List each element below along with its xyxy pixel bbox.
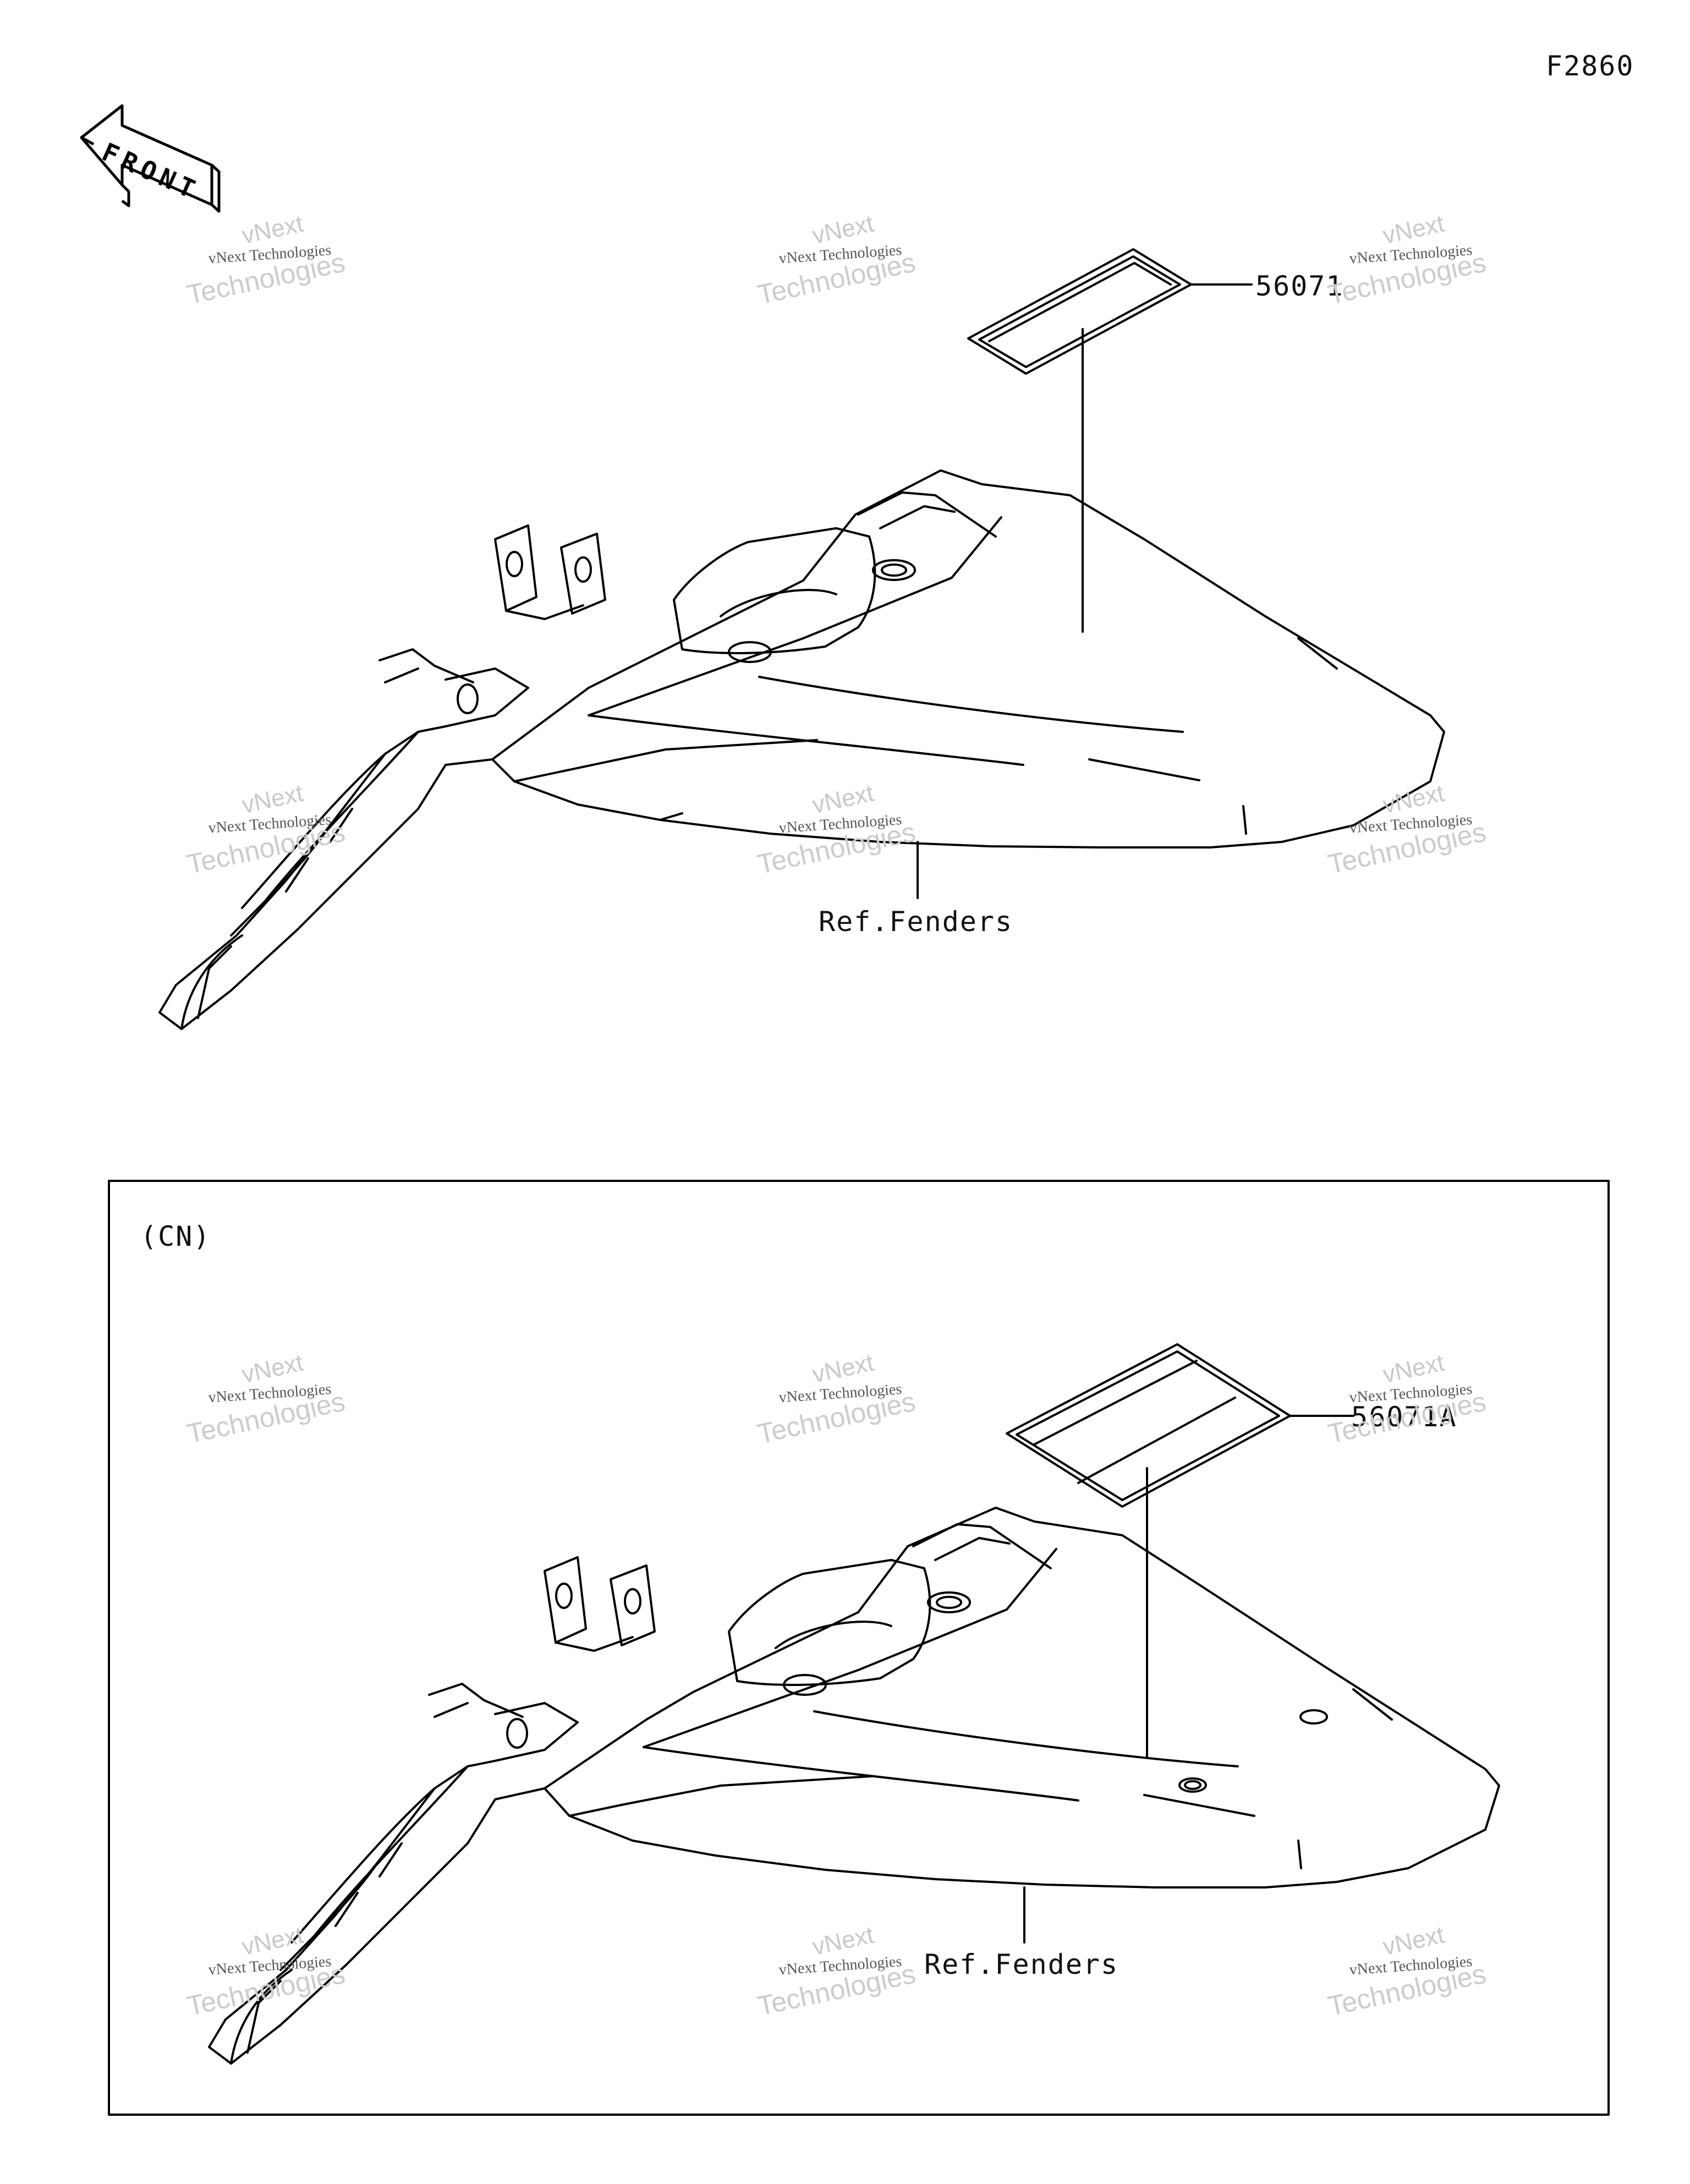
- watermark-company: vNext Technologies: [1348, 242, 1473, 267]
- watermark-company: vNext Technologies: [778, 242, 903, 267]
- watermark-company: vNext Technologies: [778, 1953, 903, 1979]
- reference-callout[interactable]: Ref.Fenders: [819, 906, 1013, 938]
- part-number-callout[interactable]: 56071: [1255, 270, 1344, 302]
- watermark-brand: vNext: [810, 1349, 876, 1388]
- cn-panel-border: [108, 1180, 1610, 2116]
- reference-callout-cn[interactable]: Ref.Fenders: [924, 1948, 1119, 1980]
- watermark: vNext vNext Technologies Technologies: [175, 1328, 418, 1457]
- bottom-rear-fender-drawing: [208, 1343, 1500, 2065]
- watermark: vNext vNext Technologies Technologies: [745, 1328, 989, 1457]
- watermark-word: Technologies: [754, 1958, 918, 2022]
- watermark-word: Technologies: [1325, 816, 1489, 880]
- watermark: vNext vNext Technologies Technologies: [745, 189, 989, 318]
- watermark-word: Technologies: [184, 1958, 348, 2022]
- watermark-company: vNext Technologies: [1348, 1953, 1473, 1979]
- top-rear-fender-drawing: [158, 248, 1445, 1030]
- watermark-brand: vNext: [810, 1921, 876, 1961]
- watermark-company: vNext Technologies: [778, 811, 903, 837]
- watermark-company: vNext Technologies: [778, 1381, 903, 1406]
- part-number-callout-cn[interactable]: 56071A: [1351, 1401, 1457, 1433]
- watermark: vNext vNext Technologies Technologies: [1316, 758, 1559, 887]
- watermark-brand: vNext: [239, 779, 306, 819]
- region-code-label: (CN): [140, 1220, 211, 1252]
- watermark-company: vNext Technologies: [207, 1953, 332, 1979]
- watermark: vNext vNext Technologies Technologies: [175, 1900, 418, 2029]
- watermark: vNext vNext Technologies Technologies: [1316, 1900, 1559, 2029]
- watermark-brand: vNext: [239, 210, 306, 249]
- watermark-company: vNext Technologies: [207, 811, 332, 837]
- watermark-word: Technologies: [1325, 247, 1489, 311]
- top-label-sticker: [967, 248, 1192, 375]
- watermark: vNext vNext Technologies Technologies: [1316, 1328, 1559, 1457]
- watermark: vNext vNext Technologies Technologies: [175, 189, 418, 318]
- watermark: vNext vNext Technologies Technologies: [175, 758, 418, 887]
- watermark-brand: vNext: [1380, 1921, 1447, 1961]
- watermark-word: Technologies: [754, 247, 918, 311]
- watermark-company: vNext Technologies: [207, 242, 332, 267]
- watermark-brand: vNext: [810, 210, 876, 249]
- watermark-word: Technologies: [184, 247, 348, 311]
- watermark-brand: vNext: [1380, 210, 1447, 249]
- watermark-brand: vNext: [1380, 1349, 1447, 1388]
- watermark: vNext vNext Technologies Technologies: [745, 758, 989, 887]
- watermark-company: vNext Technologies: [207, 1381, 332, 1406]
- watermark-word: Technologies: [754, 816, 918, 880]
- watermark-company: vNext Technologies: [1348, 811, 1473, 837]
- watermark-word: Technologies: [1325, 1958, 1489, 2022]
- watermark-brand: vNext: [239, 1921, 306, 1961]
- front-arrow-label: FRONT: [98, 137, 205, 206]
- watermark-brand: vNext: [810, 779, 876, 819]
- watermark-word: Technologies: [754, 1386, 918, 1450]
- watermark-brand: vNext: [1380, 779, 1447, 819]
- watermark-brand: vNext: [239, 1349, 306, 1388]
- watermark-word: Technologies: [184, 816, 348, 880]
- bottom-label-sticker: [1006, 1343, 1291, 1508]
- watermark: vNext vNext Technologies Technologies: [1316, 189, 1559, 318]
- watermark-word: Technologies: [184, 1386, 348, 1450]
- figure-id: F2860: [1546, 50, 1634, 82]
